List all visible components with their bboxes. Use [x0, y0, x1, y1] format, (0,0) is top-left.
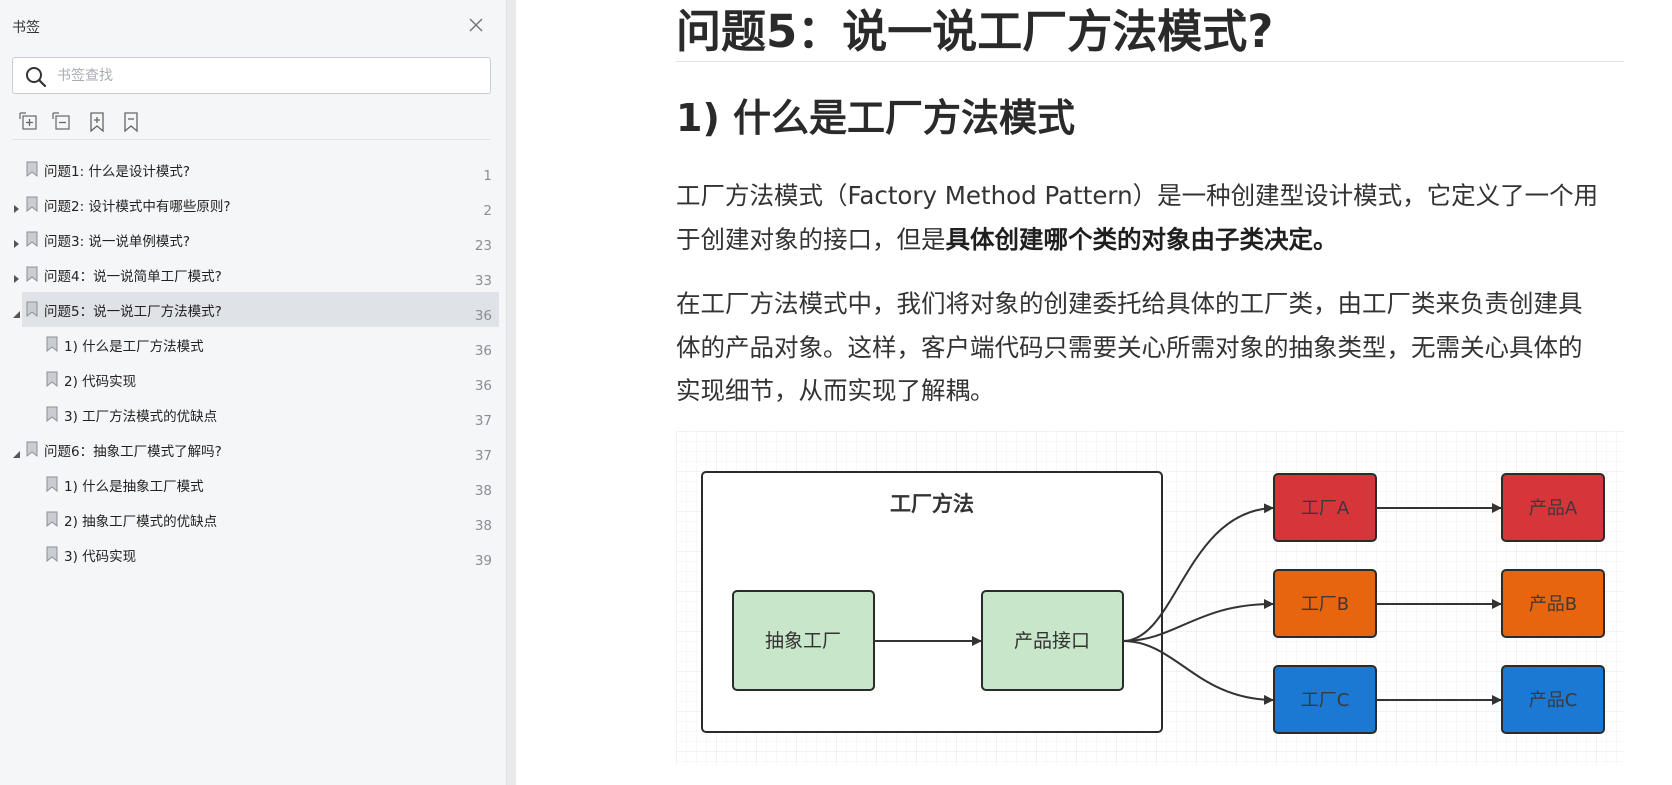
bookmark-page-number: 38: [474, 518, 492, 534]
bookmark-icon: [46, 476, 58, 493]
bookmark-icon: [26, 301, 38, 318]
bookmark-page-number: 39: [474, 553, 492, 569]
bookmark-item[interactable]: 2) 抽象工厂模式的优缺点 38: [0, 502, 500, 537]
bookmark-page-number: 2: [483, 203, 492, 219]
section-heading: 1) 什么是工厂方法模式: [676, 96, 1076, 140]
collapse-arrow-icon[interactable]: [11, 234, 21, 248]
product-a-label: 产品A: [1529, 498, 1578, 519]
bookmark-item[interactable]: 1) 什么是抽象工厂模式 38: [0, 467, 500, 502]
product-c-box: [1501, 665, 1605, 734]
collapse-all-icon[interactable]: [51, 111, 73, 133]
bookmark-panel: 书签 问题1: 什么是设计模式? 1 问题2: 设计模式中有哪些原则? 2 问题3: 说…: [0, 0, 507, 785]
collapse-arrow-icon[interactable]: [11, 269, 21, 283]
bookmark-label: 问题1: 什么是设计模式?: [44, 164, 191, 180]
bookmark-item[interactable]: 1) 什么是工厂方法模式 36: [0, 327, 500, 362]
group-title: 工厂方法: [890, 492, 974, 516]
arrow-interface-to-factory-b: [1122, 599, 1274, 642]
toolbar-divider: [12, 139, 491, 140]
bookmark-label: 问题3: 说一说单例模式?: [44, 234, 191, 250]
product-interface-label: 产品接口: [1014, 630, 1090, 652]
bookmark-item[interactable]: 问题5：说一说工厂方法模式? 36: [13, 292, 499, 327]
bookmark-label: 2) 抽象工厂模式的优缺点: [64, 514, 218, 530]
product-a-box: [1501, 473, 1605, 542]
abstract-factory-label: 抽象工厂: [765, 630, 841, 652]
bookmark-label: 1) 什么是工厂方法模式: [64, 339, 204, 355]
diagram-canvas: 工厂方法 抽象工厂 产品接口 工厂A 工厂B 工厂C: [676, 431, 1624, 765]
bookmark-page-number: 33: [474, 273, 492, 289]
expand-all-icon[interactable]: [18, 111, 40, 133]
add-bookmark-icon[interactable]: [86, 111, 108, 133]
paragraph-definition: 工厂方法模式（Factory Method Pattern）是一种创建型设计模式…: [676, 174, 1606, 261]
bookmark-page-number: 37: [474, 448, 492, 464]
bookmark-icon: [46, 546, 58, 563]
paragraph-explanation: 在工厂方法模式中，我们将对象的创建委托给具体的工厂类，由工厂类来负责创建具体的产…: [676, 289, 1583, 405]
bookmark-label: 问题6：抽象工厂模式了解吗?: [44, 444, 222, 460]
bookmark-page-number: 36: [474, 308, 492, 324]
bookmark-page-number: 36: [474, 343, 492, 359]
bookmark-icon: [26, 266, 38, 283]
product-b-label: 产品B: [1529, 594, 1577, 615]
bookmark-icon[interactable]: [120, 111, 142, 133]
product-b-box: [1501, 569, 1605, 638]
bookmark-page-number: 38: [474, 483, 492, 499]
bookmark-label: 3) 代码实现: [64, 549, 137, 565]
bookmark-icon: [26, 161, 38, 178]
arrow-interface-to-factory-a: [1122, 503, 1274, 642]
search-icon: [25, 66, 47, 88]
factory-b-label: 工厂B: [1301, 594, 1349, 615]
bookmark-item[interactable]: 问题3: 说一说单例模式? 23: [0, 222, 500, 257]
bookmark-search-box[interactable]: [12, 57, 491, 94]
bookmark-label: 3) 工厂方法模式的优缺点: [64, 409, 218, 425]
bookmark-item[interactable]: 2) 代码实现 36: [0, 362, 500, 397]
bookmark-icon: [26, 231, 38, 248]
bookmark-page-number: 37: [474, 413, 492, 429]
bookmark-label: 2) 代码实现: [64, 374, 137, 390]
product-c-label: 产品C: [1529, 690, 1578, 711]
heading-rule: [676, 61, 1624, 62]
bookmark-item[interactable]: 3) 代码实现 39: [0, 537, 500, 572]
bookmark-item[interactable]: 3) 工厂方法模式的优缺点 37: [0, 397, 500, 432]
bookmark-icon: [46, 406, 58, 423]
bookmark-item[interactable]: 问题6：抽象工厂模式了解吗? 37: [0, 432, 500, 467]
paragraph-definition-bold: 具体创建哪个类的对象由子类决定。: [945, 224, 1338, 254]
paragraph-definition-text: 工厂方法模式（Factory Method Pattern）是一种创建型设计模式…: [676, 181, 1599, 254]
bookmark-icon: [46, 336, 58, 353]
bookmark-icon: [46, 511, 58, 528]
bookmark-search-input[interactable]: [57, 63, 477, 89]
expand-arrow-icon[interactable]: [11, 444, 21, 458]
arrow-interface-to-factory-c: [1122, 640, 1274, 705]
bookmark-page-number: 23: [474, 238, 492, 254]
bookmark-icon: [46, 371, 58, 388]
bookmark-icon: [26, 441, 38, 458]
bookmark-label: 问题5：说一说工厂方法模式?: [44, 304, 222, 320]
bookmark-label: 问题4：说一说简单工厂模式?: [44, 269, 222, 285]
bookmark-item[interactable]: 问题4：说一说简单工厂模式? 33: [0, 257, 500, 292]
bookmark-icon: [26, 196, 38, 213]
collapse-arrow-icon[interactable]: [11, 199, 21, 213]
bookmark-page-number: 1: [483, 168, 492, 184]
close-icon[interactable]: [466, 15, 486, 35]
document-page: 问题5：说一说工厂方法模式? 1) 什么是工厂方法模式 工厂方法模式（Facto…: [516, 0, 1672, 785]
bookmark-label: 1) 什么是抽象工厂模式: [64, 479, 204, 495]
bookmark-label: 问题2: 设计模式中有哪些原则?: [44, 199, 231, 215]
factory-a-label: 工厂A: [1301, 498, 1350, 519]
bookmark-item[interactable]: 问题2: 设计模式中有哪些原则? 2: [0, 187, 500, 222]
bookmark-page-number: 36: [474, 378, 492, 394]
page-heading: 问题5：说一说工厂方法模式?: [676, 5, 1274, 58]
panel-title: 书签: [12, 20, 40, 36]
factory-c-label: 工厂C: [1301, 690, 1350, 711]
panel-splitter[interactable]: [507, 0, 516, 785]
expand-arrow-icon[interactable]: [11, 304, 21, 318]
factory-method-diagram: 工厂方法 抽象工厂 产品接口 工厂A 工厂B 工厂C: [676, 431, 1624, 765]
bookmark-item[interactable]: 问题1: 什么是设计模式? 1: [0, 152, 500, 187]
